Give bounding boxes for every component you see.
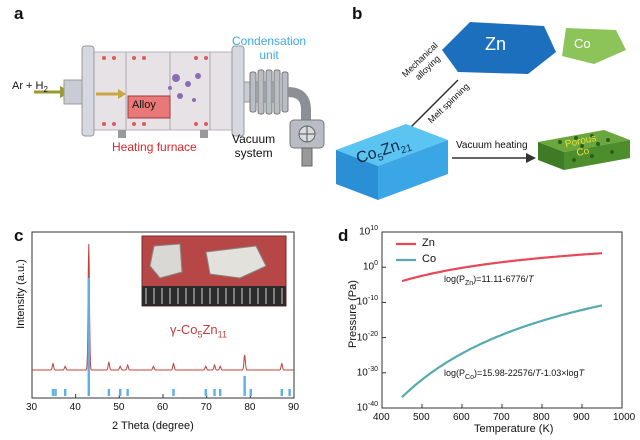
pressure-ylabel: Pressure (Pa) — [347, 280, 359, 348]
xrd-pattern-line — [32, 243, 294, 371]
reference-stick-4 — [107, 389, 111, 396]
panel-c-label: c — [14, 226, 24, 245]
p-ytick-label--20: 10-20 — [356, 330, 378, 343]
p-xtick-label-500: 500 — [413, 412, 430, 423]
left-flange — [81, 45, 95, 137]
zn-powder — [442, 22, 556, 74]
legend-co-label: Co — [422, 253, 437, 265]
p-xtick-label-600: 600 — [453, 412, 470, 423]
xrd-xtick-label-90: 90 — [288, 402, 300, 413]
xrd-xtick-label-40: 40 — [69, 402, 81, 413]
co-pressure-line — [401, 304, 603, 398]
xrd-xlabel: 2 Theta (degree) — [112, 420, 194, 432]
p-xtick-label-700: 700 — [493, 412, 510, 423]
reference-stick-7 — [172, 389, 175, 396]
zn-equation: log(PZn)=11.11-6776/T — [444, 274, 534, 287]
xrd-xtick-label-30: 30 — [26, 402, 38, 413]
xrd-xtick-label-80: 80 — [244, 402, 256, 413]
reference-stick-3 — [87, 278, 90, 396]
reference-stick-8 — [204, 389, 207, 396]
p-ytick-label--10: 10-10 — [356, 295, 378, 308]
p-xtick-label-1000: 1000 — [613, 412, 636, 423]
reference-stick-11 — [243, 376, 246, 396]
xrd-xtick-label-50: 50 — [113, 402, 125, 413]
panel-d-label: d — [338, 226, 349, 245]
reference-stick-2 — [63, 389, 67, 396]
p-ytick-label-0: 100 — [362, 260, 378, 273]
reference-stick-5 — [119, 389, 122, 396]
reference-stick-1 — [54, 389, 57, 396]
zn-pressure-line — [401, 252, 603, 283]
alloy-block — [127, 95, 171, 119]
co-equation: log(PCo)=15.98-22576/T-1.03×logT — [444, 368, 585, 381]
zn-label: Zn — [485, 34, 507, 54]
panel-b-label: b — [352, 4, 363, 23]
vacuum-system-label: Vacuum system — [232, 132, 276, 160]
pressure-xlabel: Temperature (K) — [474, 423, 554, 435]
p-xtick-label-400: 400 — [373, 412, 390, 423]
reference-stick-13 — [280, 389, 283, 396]
p-ytick-label--30: 10-30 — [356, 365, 378, 379]
co-label: Co — [574, 36, 591, 51]
p-ytick-label--40: 10-40 — [356, 401, 378, 414]
reference-stick-12 — [249, 389, 252, 396]
co-powder — [562, 28, 626, 64]
xrd-chart — [31, 231, 295, 399]
reference-stick-14 — [288, 389, 291, 396]
gas-inlet-label: Ar + H2 — [12, 80, 48, 95]
alloy-label: Alloy — [132, 99, 156, 111]
reference-stick-10 — [219, 389, 222, 396]
heating-furnace-label: Heating furnace — [112, 140, 197, 154]
xrd-xtick-label-70: 70 — [200, 402, 212, 413]
legend-zn-label: Zn — [422, 237, 435, 249]
synthesis-diagram — [336, 22, 630, 200]
phase-label: γ-Co5Zn11 — [170, 322, 227, 340]
p-xtick-label-800: 800 — [533, 412, 550, 423]
vacuum-heating-label: Vacuum heating — [456, 140, 528, 151]
elbow-pipe — [287, 87, 311, 122]
p-ytick-label-10: 1010 — [359, 225, 378, 238]
furnace-diagram — [34, 45, 325, 167]
panel-a-label: a — [14, 4, 24, 23]
xrd-ylabel: Intensity (a.u.) — [15, 259, 27, 329]
xrd-xtick-label-60: 60 — [157, 402, 169, 413]
vapor-pressure-chart — [381, 231, 623, 409]
condensation-unit-label: Condensation unit — [232, 34, 307, 62]
alloying-arrow — [405, 79, 459, 133]
reference-stick-0 — [51, 389, 55, 396]
reference-stick-6 — [126, 389, 129, 396]
reference-stick-9 — [213, 389, 216, 396]
p-xtick-label-900: 900 — [573, 412, 590, 423]
